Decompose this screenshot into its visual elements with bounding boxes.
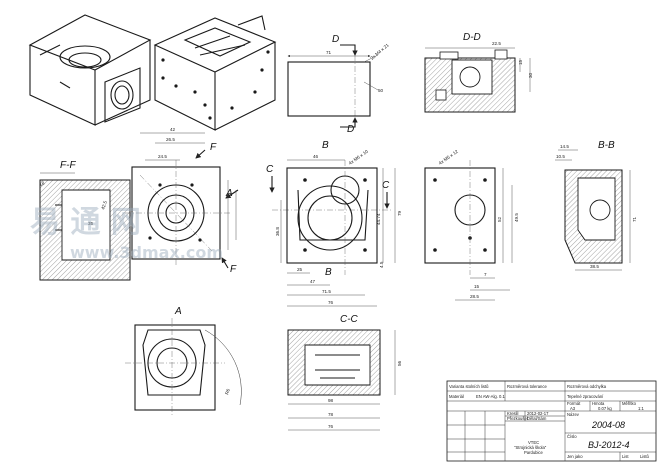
dim-dd-15: 15 — [518, 59, 523, 65]
dim-right-52: 52 — [497, 216, 502, 222]
view-ff-section: F-F 18 42.5 35 — [39, 160, 131, 281]
tb-listu-label: Listů — [640, 454, 650, 459]
tb-r1-a: Varianta stolních listů — [449, 384, 489, 389]
tb-r2-a: Materiál — [449, 394, 464, 399]
dim-front-25: 25 — [297, 267, 303, 272]
dim-bb-105: 10.5 — [556, 154, 565, 159]
section-mark-c-right: C — [382, 180, 390, 191]
dim-right-49: 49.5 — [514, 213, 519, 222]
view-right: 4x M5 x 12 52 49.5 7 15 28.5 — [424, 149, 519, 301]
title-block: Varianta stolních listů Rozměrová tolera… — [446, 380, 657, 462]
dim-front-47: 47 — [310, 279, 316, 284]
section-mark-f-bottom: F — [230, 264, 237, 275]
dim-right-7: 7 — [484, 272, 487, 277]
section-mark-d-top: D — [332, 34, 339, 45]
tb-drawn-label: Kreslil — [507, 411, 518, 416]
dim-front-thread: 4x M6 x 10 — [348, 149, 370, 166]
dim-ff-35: 35 — [88, 221, 94, 226]
section-mark-f-top: F — [210, 142, 217, 153]
tb-format-value: A3 — [570, 406, 576, 411]
view-front: B B C C 46 4x M6 x 10 44.74 79 36.8 25 4… — [266, 140, 402, 307]
view-label-bb: B-B — [598, 140, 615, 151]
view-a: A R6 — [125, 306, 242, 415]
tb-r2-c: Tepelné zpracování — [567, 394, 604, 399]
watermark: 易 通 网 www.3dmax.com — [30, 205, 223, 262]
dim-front-46: 46 — [313, 154, 319, 159]
tb-format-label: Formát — [567, 401, 581, 406]
tb-school-1: VTEC — [528, 440, 539, 445]
view-d: D D 71 2x M4 x 21 50 — [287, 34, 390, 135]
section-mark-b-top: B — [322, 140, 329, 151]
dim-bb-71: 71 — [632, 216, 637, 222]
tb-r2-b: EN AW-Alg. 0.1 — [476, 394, 506, 399]
tb-lang: Jen jako — [567, 454, 583, 459]
tb-number: BJ-2012-4 — [588, 440, 630, 450]
view-top-left: 42 26.5 24.5 F F A — [125, 127, 239, 275]
tb-cislo-label: Číslo — [567, 434, 577, 439]
section-mark-b-bottom: B — [325, 267, 332, 278]
watermark-url: www.3dmax.com — [70, 243, 223, 262]
tb-school-3: Pardubice — [524, 450, 544, 455]
dim-cc-76: 76 — [328, 424, 334, 429]
view-label-ff: F-F — [60, 160, 76, 171]
dim-front-44: 44.74 — [376, 213, 381, 225]
dim-top-26: 26.5 — [166, 137, 175, 142]
tb-mass-value: 0.07 kg — [598, 406, 612, 411]
tb-list-label: List — [622, 454, 629, 459]
dim-bb-38: 38.5 — [590, 264, 599, 269]
section-mark-d-bottom: D — [347, 124, 354, 135]
dim-top-24: 24.5 — [158, 154, 167, 159]
view-label-dd: D-D — [463, 32, 481, 43]
tb-r1-b: Rozměrová tolerance — [507, 384, 547, 389]
view-cc-section: C-C 98 78 76 56 — [287, 314, 402, 431]
dim-front-715: 71.5 — [322, 289, 331, 294]
dim-cc-98: 98 — [328, 398, 334, 403]
dim-d-71: 71 — [326, 50, 332, 55]
dim-top-42: 42 — [170, 127, 176, 132]
dim-right-15: 15 — [474, 284, 480, 289]
dim-ff-42: 42.5 — [100, 200, 108, 211]
tb-checked-name: Dělal/Sám — [527, 416, 547, 421]
tb-school-2: "Strojnická škola" — [514, 445, 547, 450]
dim-a-r: R6 — [224, 388, 231, 396]
view-dd-section: D-D 22.5 15 30 — [424, 32, 533, 113]
dim-d-thread: 2x M4 x 21 — [369, 42, 390, 61]
tb-nazev-label: Název — [567, 412, 580, 417]
dim-front-79: 79 — [397, 210, 402, 216]
view-bb-section: B-B 14.5 10.5 71 38.5 — [555, 140, 637, 271]
dim-front-45: 4.5 — [379, 261, 384, 268]
isometric-view-2 — [153, 15, 277, 131]
dim-cc-56: 56 — [397, 360, 402, 366]
tb-title: 2004-08 — [591, 420, 625, 430]
dim-bb-14: 14.5 — [560, 144, 569, 149]
dim-right-48: 4x M5 x 12 — [438, 149, 460, 166]
watermark-cn: 易 通 网 — [30, 205, 141, 240]
section-mark-c-left: C — [266, 164, 274, 175]
tb-checked-label: Přezkoušel — [507, 416, 528, 421]
tb-r1-c: Rozměrová odchylka — [567, 384, 607, 389]
dim-dd-30: 30 — [528, 72, 533, 78]
dim-right-285: 28.5 — [470, 294, 479, 299]
dim-front-36: 36.8 — [275, 227, 280, 236]
tb-mass-label: Hmota — [592, 401, 605, 406]
tb-scale-value: 1:1 — [638, 406, 644, 411]
dim-cc-78: 78 — [328, 412, 334, 417]
isometric-view-1 — [28, 14, 152, 126]
dim-front-76: 76 — [328, 300, 334, 305]
dim-d-50: 50 — [378, 88, 384, 93]
tb-scale-label: Měřítko — [622, 401, 637, 406]
view-label-a: A — [174, 306, 182, 317]
tb-drawn-date: 2012-02-17 — [527, 411, 549, 416]
view-label-cc: C-C — [340, 314, 359, 325]
dim-ff-18: 18 — [39, 180, 46, 187]
dim-dd-top: 22.5 — [492, 41, 501, 46]
